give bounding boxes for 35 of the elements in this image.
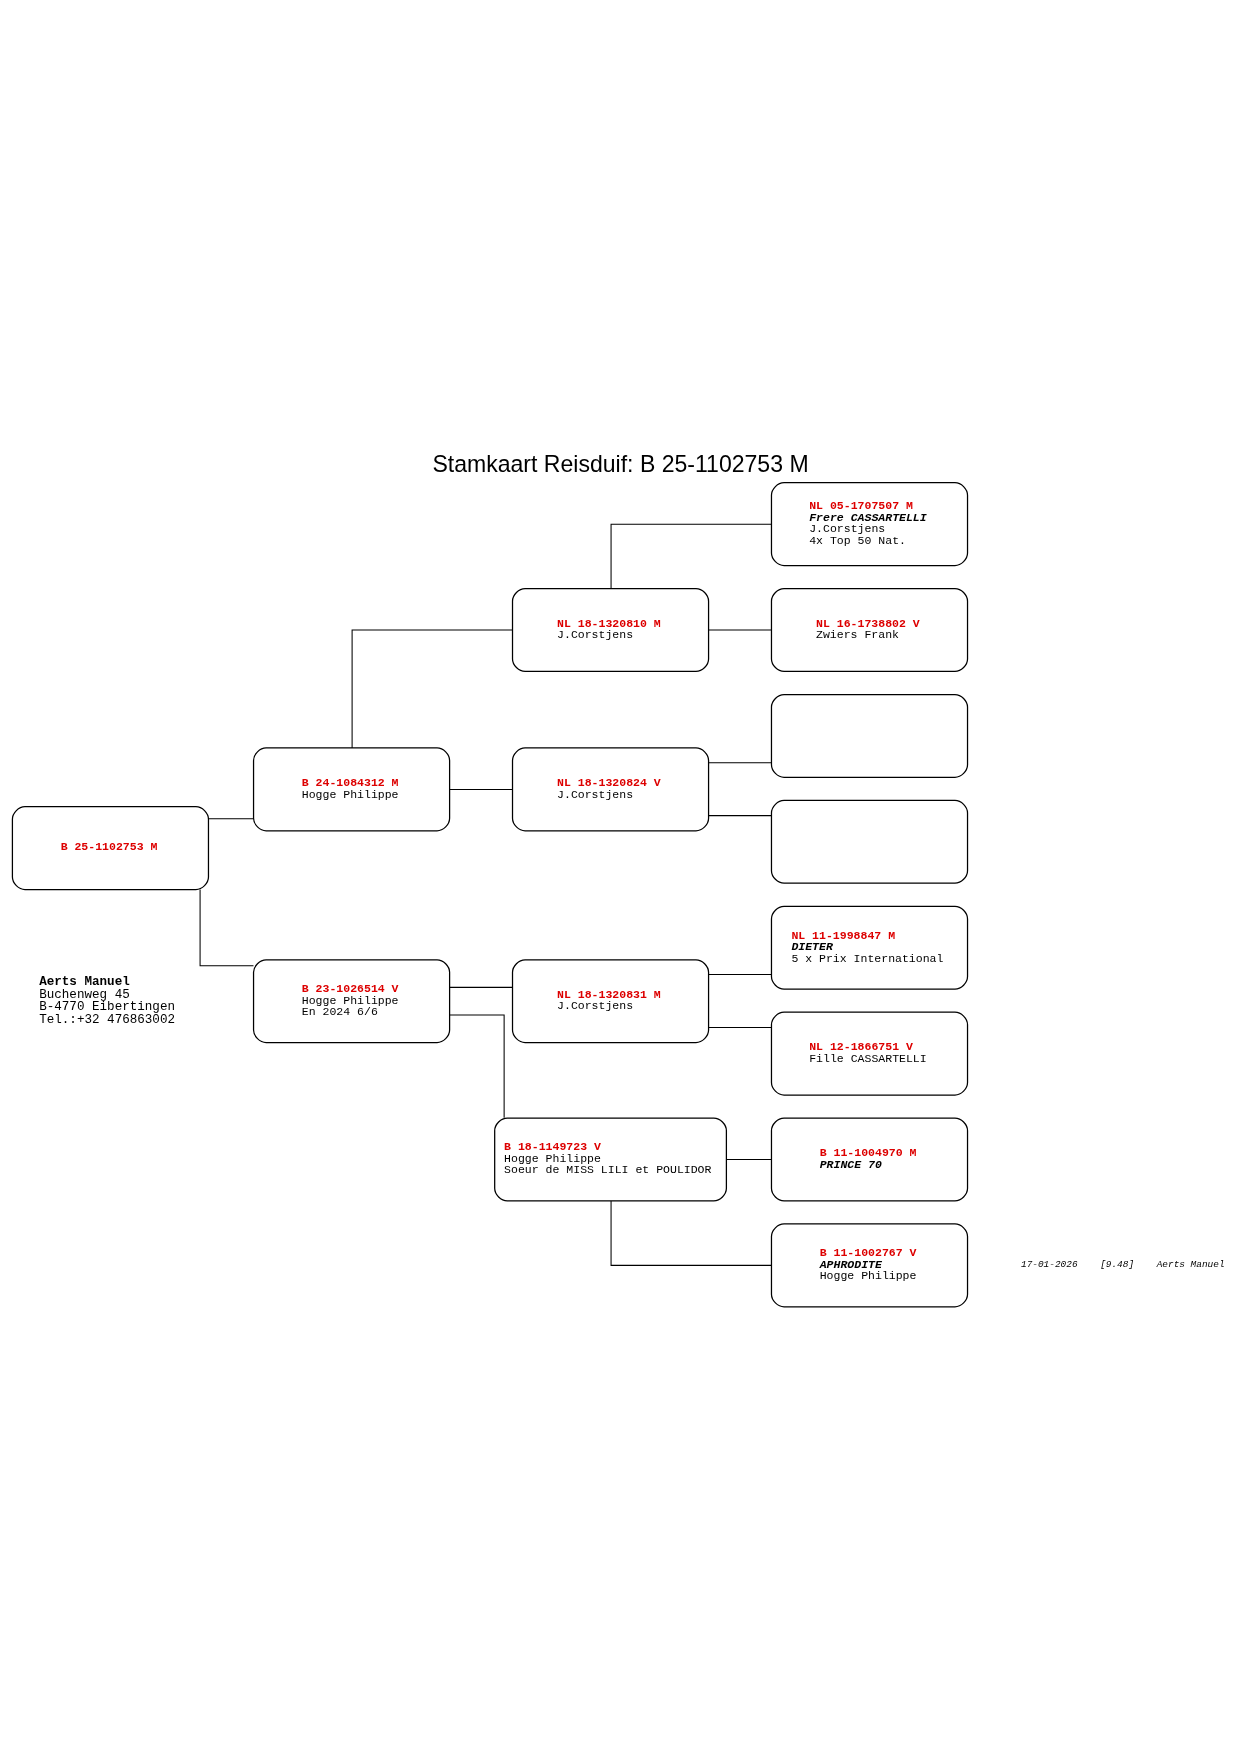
node-box: B 11-1002767 V APHRODITE Hogge Philippe	[770, 1222, 969, 1307]
node-box: NL 11-1998847 M DIETER 5 x Prix International	[770, 905, 969, 990]
node-box: NL 18-1320831 M J.Corstjens	[511, 958, 710, 1043]
node-box: NL 16-1738802 V Zwiers Frank	[770, 587, 969, 672]
node-box: B 11-1004970 M PRINCE 70	[770, 1116, 969, 1202]
node-box	[770, 693, 969, 778]
connector	[610, 523, 772, 589]
node-box: B 18-1149723 V Hogge Philippe Soeur de MISS LILI et POULIDOR	[494, 1116, 727, 1202]
connector	[208, 817, 254, 819]
connector	[351, 629, 513, 748]
connector	[708, 1026, 772, 1028]
diagram-title: Stamkaart Reisduif: B 25-1102753 M	[432, 450, 809, 477]
node-box: B 25-1102753 M	[11, 805, 210, 890]
label: B-4770 Eibertingen	[39, 999, 176, 1014]
connector	[449, 1013, 505, 1118]
label: Tel.:+32 476863002	[39, 1012, 176, 1027]
node-box: B 23-1026514 V Hogge Philippe En 2024 6/6	[252, 958, 451, 1043]
connector	[449, 788, 513, 790]
connector	[199, 888, 255, 966]
node-box	[770, 799, 969, 884]
label: Aerts Manuel	[39, 974, 130, 989]
connector	[726, 1158, 772, 1160]
connector	[708, 973, 772, 975]
node-box: NL 18-1320810 M J.Corstjens	[511, 587, 710, 672]
node-box: NL 12-1866751 V Fille CASSARTELLI	[770, 1011, 969, 1096]
node-box: B 24-1084312 M Hogge Philippe	[252, 746, 451, 831]
node-box: NL 18-1320824 V J.Corstjens	[511, 746, 710, 831]
label: 17-01-2026 [9.48] Aerts Manuel	[1021, 1258, 1225, 1270]
connector	[708, 761, 772, 763]
connector	[610, 1200, 772, 1266]
node-box: NL 05-1707507 M Frere CASSARTELLI J.Corstjens 4x Top 50 Nat.	[770, 481, 969, 566]
connector	[708, 814, 772, 816]
connector	[449, 986, 513, 988]
connector	[708, 629, 772, 631]
label: Buchenweg 45	[39, 987, 130, 1002]
